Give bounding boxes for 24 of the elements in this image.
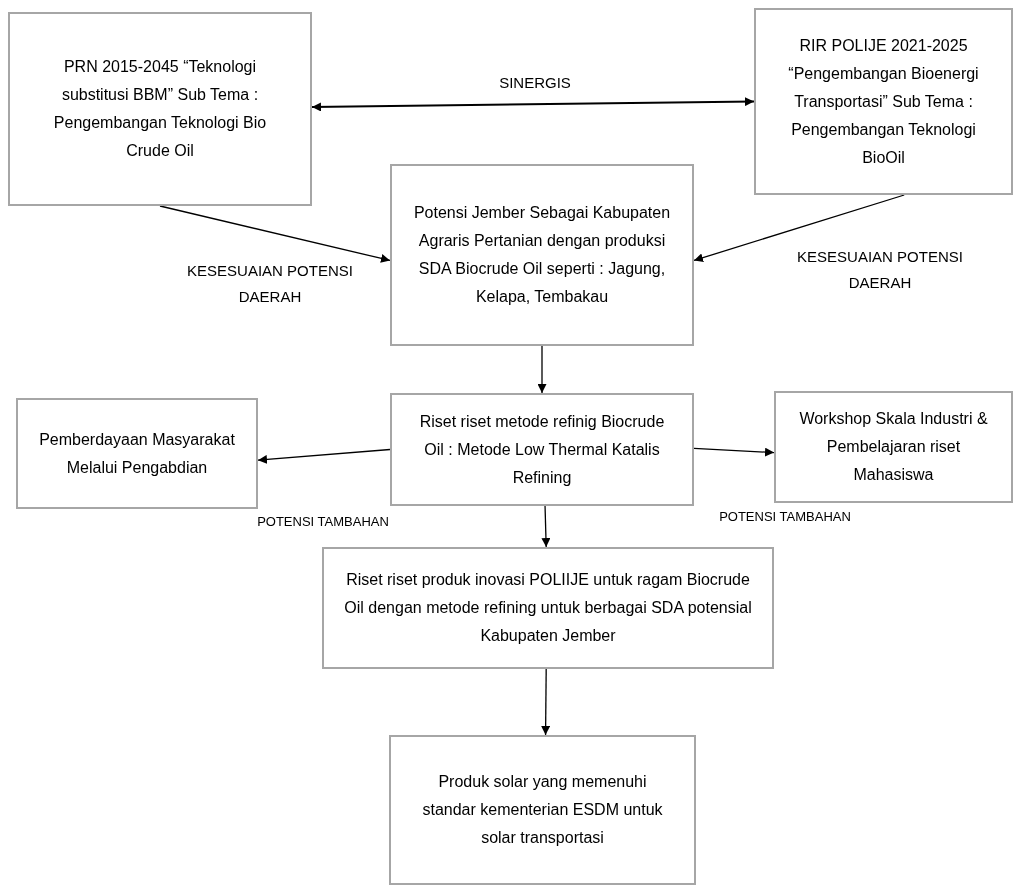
process-box xyxy=(8,12,312,206)
arrow xyxy=(257,448,391,464)
process-box xyxy=(774,391,1013,503)
process-box xyxy=(390,164,694,346)
process-box xyxy=(16,398,258,509)
arrow xyxy=(537,345,547,394)
arrow xyxy=(541,668,551,736)
box-text: Produk solar yang memenuhi standar kementerian ESDM untuk solar transportasi xyxy=(421,772,664,848)
process-box xyxy=(389,735,696,885)
box-text: Pemberdayaan Masyarakat Melalui Pengabdian xyxy=(38,429,236,478)
arrow xyxy=(693,447,775,457)
box-text: Riset riset produk inovasi POLIIJE untuk ragam Biocrude Oil dengan metode refining untuk berbagai SDA potensial Kabupaten Jember xyxy=(344,570,752,646)
arrow xyxy=(159,205,391,263)
arrow xyxy=(311,97,755,112)
box-text: RIR POLIJE 2021-2025 “Pengembangan Bioenergi Transportasi” Sub Tema : Pengembangan Teknologi BioOil xyxy=(787,35,980,168)
box-text: PRN 2015-2045 “Teknologi substitusi BBM” Sub Tema : Pengembangan Teknologi Bio Crude Oil xyxy=(52,57,268,161)
process-box xyxy=(754,8,1013,195)
box-text: Workshop Skala Industri & Pembelajaran riset Mahasiswa xyxy=(798,409,989,485)
arrow xyxy=(541,505,551,548)
box-text: Riset riset metode refinig Biocrude Oil : Metode Low Thermal Katalis Refining xyxy=(418,411,666,488)
box-text: Potensi Jember Sebagai Kabupaten Agraris Pertanian dengan produksi SDA Biocrude Oil seperti : Jagung, Kelapa, Tembakau xyxy=(412,203,672,307)
process-box xyxy=(390,393,694,506)
process-box xyxy=(322,547,774,669)
arrow xyxy=(693,194,905,263)
